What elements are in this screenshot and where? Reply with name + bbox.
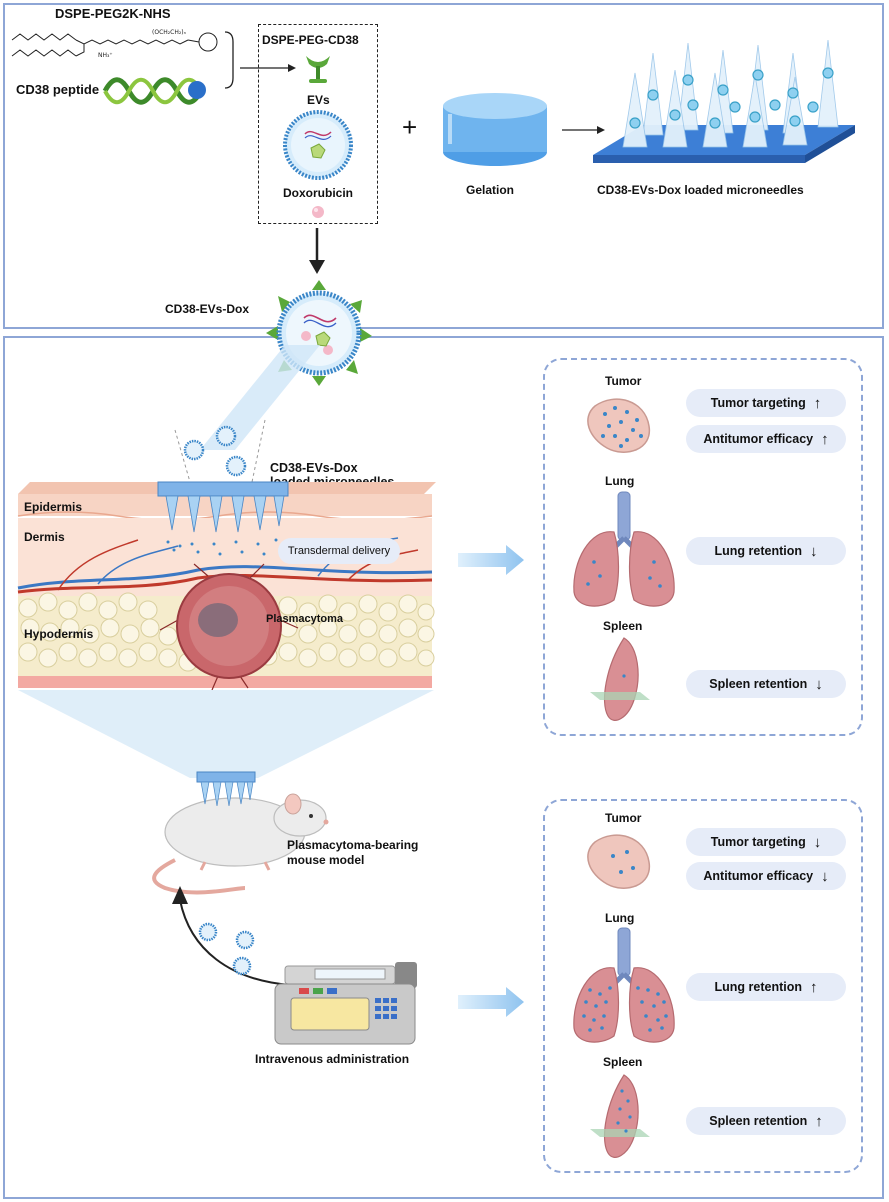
- mn-tumor-title: Tumor: [605, 374, 642, 388]
- gel-block-icon: [443, 93, 547, 166]
- arrow-to-nanoparticle: [309, 228, 325, 274]
- falling-particles-icon: [174, 419, 266, 483]
- gelation-label: Gelation: [466, 183, 515, 197]
- arrow-to-microneedles: [562, 126, 605, 134]
- mn-lung-icon: [573, 491, 675, 607]
- zoom-cone-top: [200, 345, 320, 450]
- iv-pill-antitumor-efficacy: Antitumor efficacy↓: [686, 862, 846, 890]
- lipid-structure-icon: NH₃⁺ (OCH₂CH₂)ₙ: [11, 29, 218, 59]
- nanoparticle-label: CD38-EVs-Dox: [165, 302, 250, 316]
- epidermis-label: Epidermis: [24, 500, 83, 514]
- iv-label: Intravenous administration: [255, 1052, 410, 1066]
- iv-arrow: [172, 886, 291, 986]
- dox-label: Doxorubicin: [283, 186, 354, 200]
- merge-bracket: [224, 31, 234, 89]
- conjugate-label: DSPE-PEG-CD38: [262, 33, 359, 47]
- svg-text:(OCH₂CH₂)ₙ: (OCH₂CH₂)ₙ: [152, 29, 187, 36]
- synthesis-panel: [3, 3, 884, 329]
- plasmacytoma-label: Plasmacytoma: [266, 613, 344, 625]
- microneedle-patch-icon: [593, 39, 855, 163]
- mouse-model-icon: [152, 771, 329, 895]
- iv-pill-tumor-targeting: Tumor targeting↓: [686, 828, 846, 856]
- skin-cross-section: [17, 481, 436, 691]
- peptide-label: CD38 peptide: [16, 82, 100, 97]
- mn-lung-title: Lung: [605, 474, 635, 488]
- mn-pill-tumor-targeting: Tumor targeting↑: [686, 389, 846, 417]
- mn-pill-lung-retention: Lung retention↓: [686, 537, 846, 565]
- iv-pill-lung-retention: Lung retention↑: [686, 973, 846, 1001]
- arrow-to-conjugate: [240, 64, 296, 72]
- transdermal-delivery-badge: Transdermal delivery: [278, 538, 400, 564]
- ev-vesicle-icon: [283, 110, 353, 180]
- evs-label: EVs: [307, 93, 330, 107]
- mn-pill-antitumor-efficacy: Antitumor efficacy↑: [686, 425, 846, 453]
- result-arrow-mn: [458, 545, 524, 575]
- iv-outcome-box: [543, 799, 863, 1173]
- iv-spleen-title: Spleen: [603, 1055, 643, 1069]
- iv-tumor-icon: [587, 834, 650, 889]
- svg-text:NH₃⁺: NH₃⁺: [98, 52, 113, 59]
- mn-pill-spleen-retention: Spleen retention↓: [686, 670, 846, 698]
- dermis-label: Dermis: [24, 530, 65, 544]
- zoom-cone-bottom: [18, 690, 434, 778]
- microneedles-label: CD38-EVs-Dox loaded microneedles: [597, 183, 804, 197]
- result-arrow-iv: [458, 987, 524, 1017]
- iv-spleen-icon: [590, 1074, 650, 1158]
- iv-tumor-title: Tumor: [605, 811, 642, 825]
- iv-lung-icon: [573, 927, 675, 1043]
- peptide-helix-icon: [102, 77, 215, 105]
- doxorubicin-icon: [312, 206, 324, 218]
- iv-lung-title: Lung: [605, 911, 635, 925]
- mouse-label-2: mouse model: [287, 853, 365, 867]
- syringe-pump-icon: [274, 962, 417, 1045]
- hypodermis-label: Hypodermis: [24, 627, 94, 641]
- iv-pill-spleen-retention: Spleen retention↑: [686, 1107, 846, 1135]
- components-box: [258, 24, 378, 224]
- mn-tumor-icon: [587, 398, 650, 453]
- cd38-ligand-icon: [306, 56, 330, 83]
- plus-sign: +: [402, 112, 418, 142]
- application-panel: [3, 336, 884, 1199]
- mn-spleen-title: Spleen: [603, 619, 643, 633]
- mn-outcome-box: [543, 358, 863, 736]
- skin-mn-label-1: CD38-EVs-Dox: [270, 461, 358, 475]
- mouse-label-1: Plasmacytoma-bearing: [287, 838, 419, 852]
- mn-spleen-icon: [590, 637, 650, 721]
- lipid-label: DSPE-PEG2K-NHS: [55, 6, 171, 21]
